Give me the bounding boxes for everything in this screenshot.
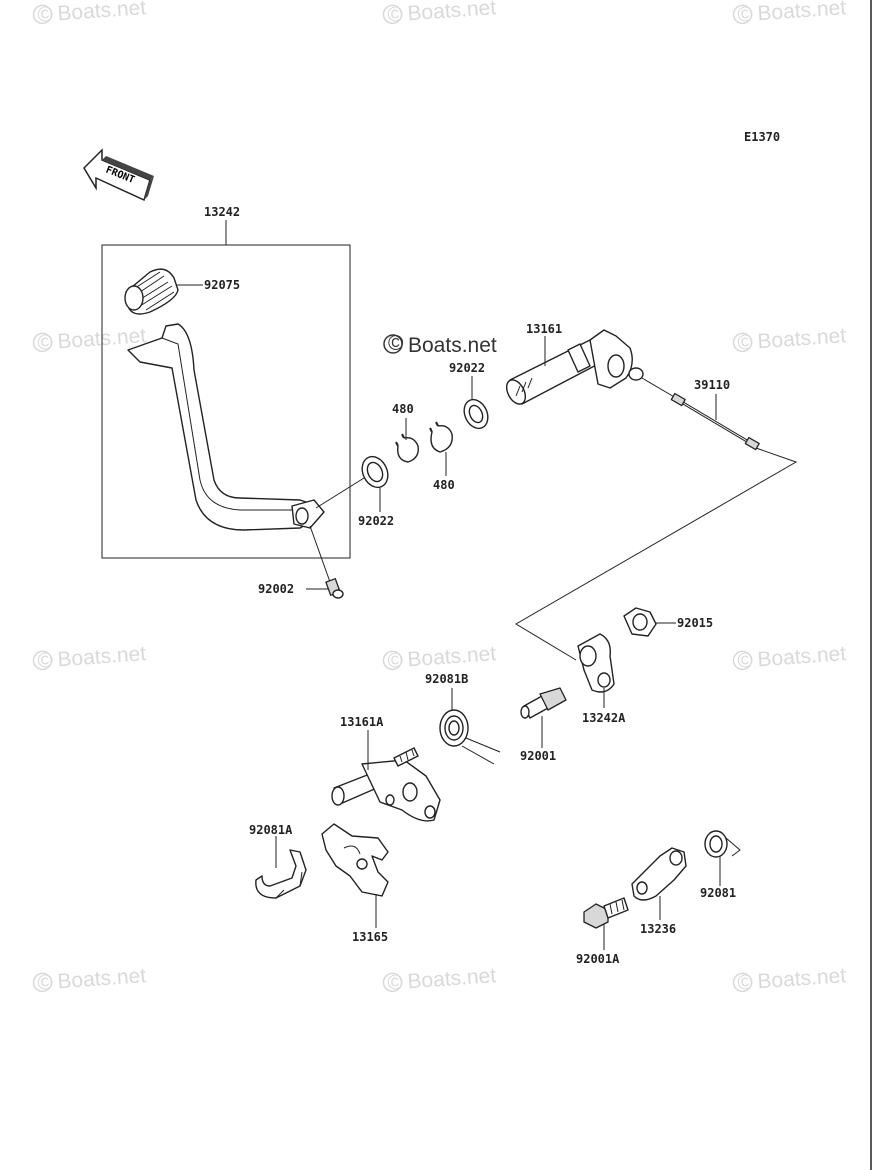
svg-text:©: © (387, 971, 405, 995)
svg-text:Boats.net: Boats.net (757, 324, 847, 353)
part-label-92081: 92081 (700, 886, 736, 900)
part-label-92022-upper: 92022 (449, 361, 485, 375)
spring-part (704, 830, 741, 858)
part-label-13165: 13165 (352, 930, 388, 944)
assembly-line (515, 447, 798, 661)
diagram-code: E1370 (744, 130, 780, 144)
part-label-13236: 13236 (640, 922, 676, 936)
watermark: © Boats.net (732, 642, 847, 673)
svg-text:©: © (737, 649, 755, 673)
part-label-480-lower: 480 (433, 478, 455, 492)
front-arrow-icon: FRONT (83, 148, 154, 202)
washer-part-upper (463, 398, 489, 430)
tie-rod-part (670, 392, 760, 451)
guide-plate-part (321, 823, 389, 897)
watermark: © Boats.net (32, 0, 147, 27)
part-label-480-upper: 480 (392, 402, 414, 416)
svg-text:©: © (388, 332, 404, 355)
pin-bolt-part (520, 687, 567, 719)
svg-text:©: © (737, 3, 755, 27)
torsion-spring-part (439, 709, 501, 765)
circlip-part-lower (429, 421, 453, 453)
svg-text:Boats.net: Boats.net (407, 964, 497, 993)
kit-box-13242 (101, 244, 351, 559)
svg-text:©: © (37, 649, 55, 673)
svg-text:©: © (387, 3, 405, 27)
pedal-rubber-part (124, 268, 179, 315)
svg-text:©: © (37, 3, 55, 27)
svg-text:©: © (387, 649, 405, 673)
shift-pedal-part (127, 323, 325, 531)
clip-part (255, 849, 307, 899)
part-label-92001A: 92001A (576, 952, 620, 966)
part-label-13242A: 13242A (582, 711, 626, 725)
nut-part (623, 607, 657, 637)
svg-text:Boats.net: Boats.net (757, 642, 847, 671)
watermark: © Boats.net (732, 0, 847, 27)
part-label-92002: 92002 (258, 582, 294, 596)
watermark: © Boats.net (32, 642, 147, 673)
part-label-13242: 13242 (204, 205, 240, 219)
svg-text:Boats.net: Boats.net (57, 0, 147, 25)
part-label-92075: 92075 (204, 278, 240, 292)
svg-text:Boats.net: Boats.net (407, 642, 497, 671)
svg-text:Boats.net: Boats.net (408, 334, 497, 357)
svg-text:Boats.net: Boats.net (57, 964, 147, 993)
watermark-dark: © Boats.net (383, 332, 497, 357)
svg-text:Boats.net: Boats.net (757, 964, 847, 993)
part-label-92081B: 92081B (425, 672, 468, 686)
assembly-line (315, 477, 365, 509)
svg-text:Boats.net: Boats.net (407, 0, 497, 25)
shift-shaft-part (505, 329, 644, 405)
part-label-92081A: 92081A (249, 823, 293, 837)
svg-text:Boats.net: Boats.net (757, 0, 847, 25)
part-label-13161: 13161 (526, 322, 562, 336)
svg-text:Boats.net: Boats.net (57, 642, 147, 671)
watermark: © Boats.net (732, 324, 847, 355)
assembly-line (641, 377, 677, 399)
stopper-arm-part (631, 847, 687, 901)
circlip-part-upper (395, 433, 419, 463)
svg-text:©: © (737, 971, 755, 995)
shift-shaft-plate-part (331, 747, 441, 822)
svg-text:©: © (37, 971, 55, 995)
part-label-92015: 92015 (677, 616, 713, 630)
svg-text:©: © (37, 331, 55, 355)
part-label-92022-lower: 92022 (358, 514, 394, 528)
watermark: © Boats.net (32, 964, 147, 995)
washer-part-lower (361, 455, 389, 489)
watermark: © Boats.net (382, 0, 497, 27)
watermark-grid: © Boats.net © Boats.net © Boats.net © Bo… (32, 0, 847, 995)
part-label-39110: 39110 (694, 378, 730, 392)
svg-text:©: © (737, 331, 755, 355)
pinch-bolt-part (309, 525, 344, 599)
shift-lever-part (577, 633, 615, 693)
part-label-13161A: 13161A (340, 715, 384, 729)
watermark: © Boats.net (732, 964, 847, 995)
watermark: © Boats.net (382, 642, 497, 673)
flange-bolt-part (583, 897, 629, 929)
part-label-92001: 92001 (520, 749, 556, 763)
watermark: © Boats.net (382, 964, 497, 995)
